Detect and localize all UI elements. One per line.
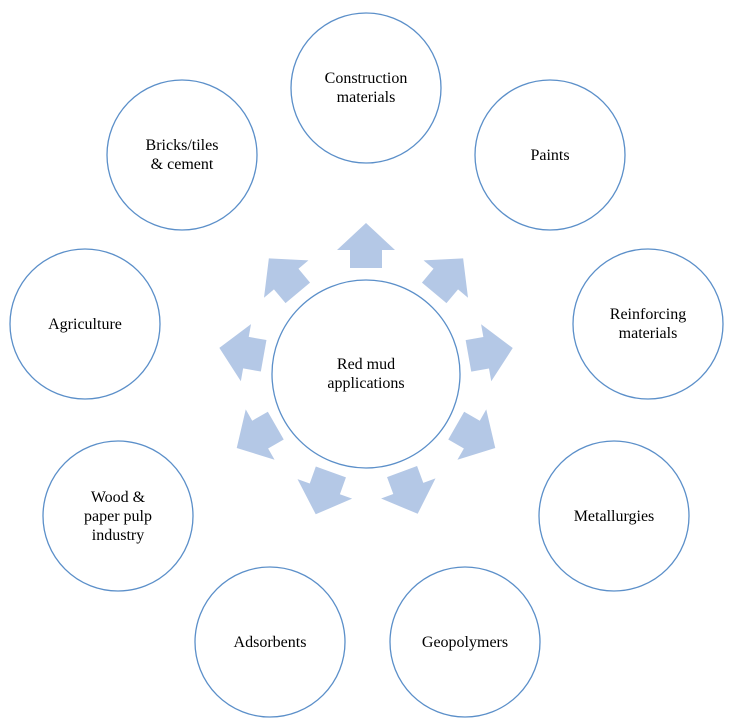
geopolymers-circle xyxy=(389,566,541,718)
agriculture-circle xyxy=(9,248,161,400)
arrows-layer xyxy=(219,223,513,515)
arrow-to-bricks-tiles-cement xyxy=(263,258,311,304)
metallurgies-circle xyxy=(538,440,690,592)
arrow-to-adsorbents xyxy=(297,466,353,515)
construction-materials-circle xyxy=(290,12,442,164)
reinforcing-materials-circle xyxy=(572,248,724,400)
arrow-to-agriculture xyxy=(219,324,267,382)
arrow-to-wood-paper-pulp-industry xyxy=(236,409,284,460)
bricks-tiles-cement-circle xyxy=(106,79,258,231)
adsorbents-circle xyxy=(194,566,346,718)
wood-paper-pulp-industry-circle xyxy=(42,440,194,592)
arrow-to-paints xyxy=(421,258,469,304)
arrow-to-construction-materials xyxy=(337,223,395,268)
paints-circle xyxy=(474,79,626,231)
circles-layer xyxy=(9,12,724,718)
arrow-to-geopolymers xyxy=(381,466,436,514)
arrow-to-reinforcing-materials xyxy=(465,324,513,382)
arrow-to-metallurgies xyxy=(448,409,496,460)
center-node-circle xyxy=(271,279,461,469)
